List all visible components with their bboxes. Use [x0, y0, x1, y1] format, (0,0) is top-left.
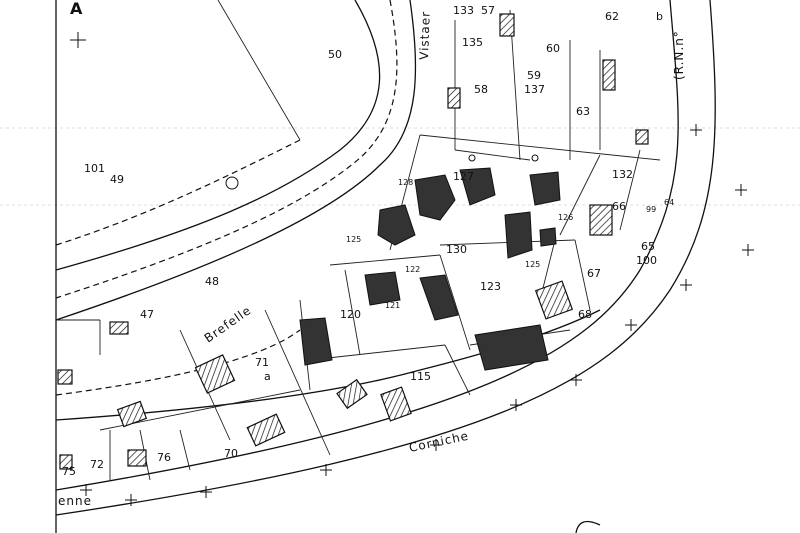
parcel-47: 47: [140, 308, 154, 321]
parcel-135: 135: [462, 36, 483, 49]
parcel-76: 76: [157, 451, 171, 464]
boundary-markers: [70, 32, 754, 506]
parcel-128: 128: [398, 178, 413, 187]
rn-road-inner: [55, 0, 716, 516]
parcel-b: b: [656, 10, 663, 23]
parcel-137: 137: [524, 83, 545, 96]
parcel-49: 49: [110, 173, 124, 186]
parcel-125: 125: [346, 235, 361, 244]
parcel-75: 75: [62, 465, 76, 478]
parcel-70: 70: [224, 447, 238, 460]
road-edge-inner: [55, 0, 417, 321]
rn-road-outer: [55, 0, 679, 491]
partial-glyph: [575, 520, 601, 533]
street-vistaero: Vistaer: [417, 11, 433, 60]
parcel-66: 66: [612, 200, 626, 213]
street-enne: enne: [58, 494, 92, 508]
survey-point: [468, 154, 476, 162]
parcel-130: 130: [446, 243, 467, 256]
parcel-a: a: [264, 370, 271, 383]
parcel-67: 67: [587, 267, 601, 280]
parcel-126: 126: [558, 213, 573, 222]
sheet-letter: A: [70, 0, 83, 18]
parcel-125b: 125: [525, 260, 540, 269]
parcel-57: 57: [481, 4, 495, 17]
parcel-71: 71: [255, 356, 269, 369]
path-dashed: [55, 139, 301, 246]
parcel-72: 72: [90, 458, 104, 471]
parcel-120: 120: [340, 308, 361, 321]
parcel-65: 65: [641, 240, 655, 253]
parcel-68: 68: [578, 308, 592, 321]
road-centerline: [55, 0, 398, 299]
parcel-100: 100: [636, 254, 657, 267]
parcel-58: 58: [474, 83, 488, 96]
parcel-115: 115: [410, 370, 431, 383]
parcel-62: 62: [605, 10, 619, 23]
parcel-59: 59: [527, 69, 541, 82]
corniche-road-edge: [55, 309, 601, 421]
survey-point: [531, 154, 539, 162]
street-rn: (R.N.n°: [672, 30, 686, 80]
parcel-122: 122: [405, 265, 420, 274]
street-brefelle: Brefelle: [202, 303, 254, 345]
survey-point: [225, 176, 239, 190]
parcel-132: 132: [612, 168, 633, 181]
road-edge-outer: [55, 0, 381, 271]
parcel-127: 127: [453, 170, 474, 183]
parcel-labels: 133 57 135 62 b 50 60 58 59 137 63 101 4…: [62, 4, 674, 478]
parcel-101: 101: [84, 162, 105, 175]
street-corniche: Corniche: [408, 429, 471, 455]
parcel-50: 50: [328, 48, 342, 61]
parcel-60: 60: [546, 42, 560, 55]
parcel-99: 99: [646, 205, 656, 214]
buildings-hatched: [57, 13, 649, 470]
parcel-133: 133: [453, 4, 474, 17]
parcel-63: 63: [576, 105, 590, 118]
parcel-64: 64: [664, 198, 674, 207]
parcel-48: 48: [205, 275, 219, 288]
parcel-121: 121: [385, 301, 400, 310]
buildings-dark: [299, 167, 561, 371]
parcel-123: 123: [480, 280, 501, 293]
